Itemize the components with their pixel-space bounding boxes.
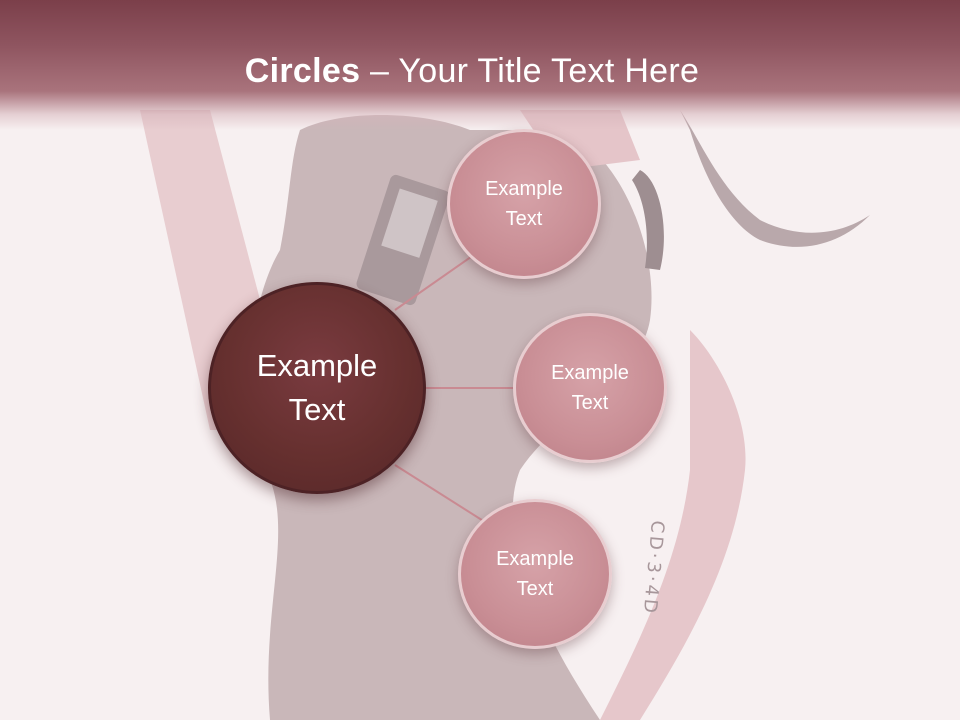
title-bold: Circles	[244, 52, 361, 90]
title-band	[0, 0, 960, 130]
slide-title: Circles – Your Title Text Here	[0, 52, 944, 91]
center-circle-label: Example Text	[256, 348, 378, 427]
center-circle: Example Text	[208, 282, 426, 494]
satellite-circle: Example Text	[447, 129, 601, 279]
satellite-circle: Example Text	[458, 499, 612, 649]
headphones-shape	[632, 170, 664, 270]
connector-1	[394, 251, 479, 311]
title-rest: – Your Title Text Here	[360, 52, 700, 90]
satellite-circle-label: Example Text	[496, 548, 574, 600]
connector-3	[394, 464, 486, 523]
satellite-circle-label: Example Text	[485, 178, 563, 230]
satellite-circle-label: Example Text	[551, 362, 629, 414]
satellite-circle: Example Text	[513, 313, 667, 463]
braid	[680, 110, 870, 247]
right-arm	[600, 330, 746, 720]
